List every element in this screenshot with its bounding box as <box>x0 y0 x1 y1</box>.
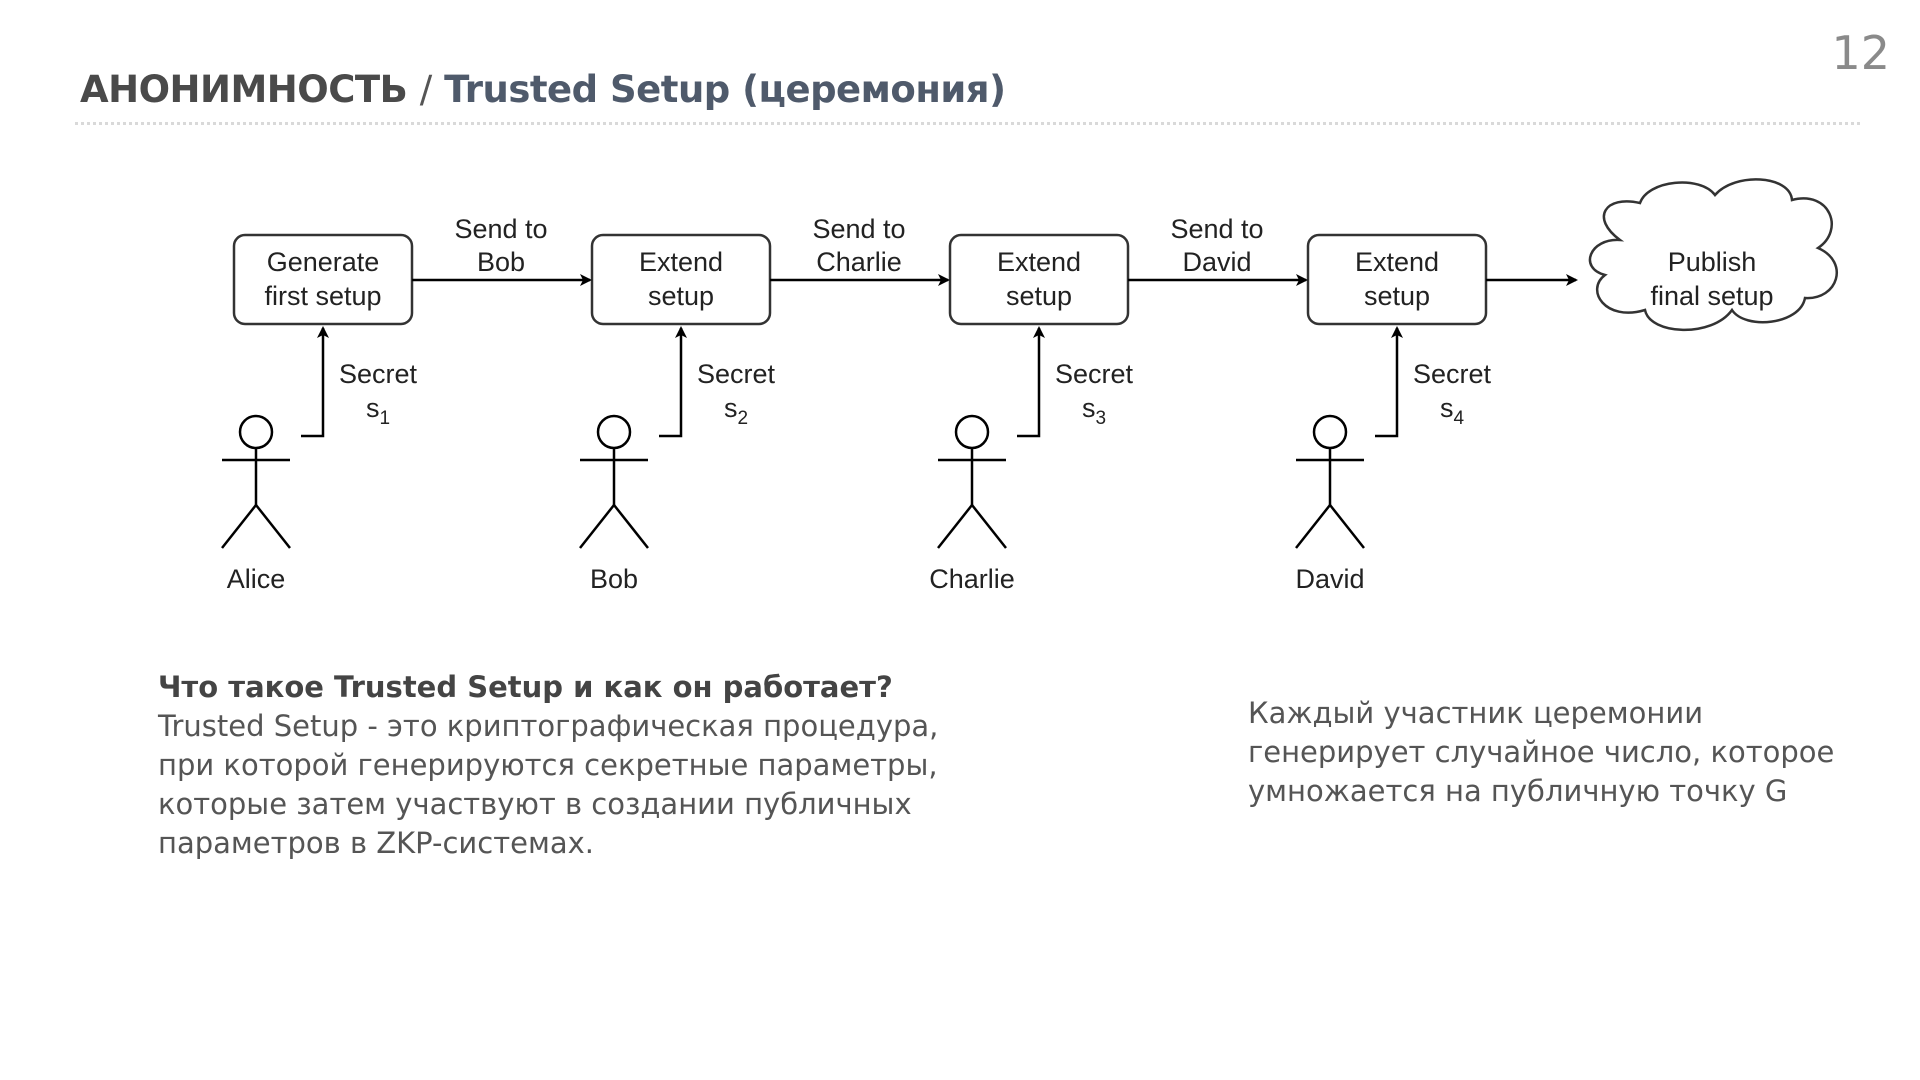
title-separator: / <box>419 68 432 111</box>
send-label-bob: Send to Bob <box>454 214 547 277</box>
secret-arrow <box>301 326 329 438</box>
title-divider <box>75 122 1860 125</box>
secret-label-3: Secret s3 <box>1055 359 1134 429</box>
step-label: Extend <box>1355 247 1439 277</box>
secret-arrow <box>1375 326 1403 438</box>
secret-label-text: Secret <box>697 359 776 389</box>
trusted-setup-diagram: Generate first setup Extend setup Extend… <box>221 178 1838 594</box>
actor-name: Alice <box>227 564 286 594</box>
title-sub: Trusted Setup (церемония) <box>444 68 1006 111</box>
step-label: first setup <box>264 281 381 311</box>
step-label: Extend <box>997 247 1081 277</box>
secret-label-1: Secret s1 <box>339 359 418 429</box>
step-box-extend-david: Extend setup <box>1306 233 1488 326</box>
secret-label-4: Secret s4 <box>1413 359 1492 429</box>
publish-cloud: Publish final setup <box>1588 178 1838 332</box>
step-label: setup <box>1364 281 1430 311</box>
actor-david <box>1295 414 1365 549</box>
step-label: Generate <box>267 247 380 277</box>
step-label: setup <box>1006 281 1072 311</box>
send-label-line: David <box>1182 247 1251 277</box>
ceremony-note: Каждый участник церемонии генерирует слу… <box>1248 696 1835 808</box>
secret-variable: s3 <box>1082 393 1106 429</box>
definition-block: Что такое Trusted Setup и как он работае… <box>158 668 978 863</box>
publish-label: Publish <box>1668 247 1757 277</box>
secret-label-text: Secret <box>1055 359 1134 389</box>
send-label-line: Send to <box>454 214 547 244</box>
secret-label-text: Secret <box>1413 359 1492 389</box>
secret-label-text: Secret <box>339 359 418 389</box>
send-label-charlie: Send to Charlie <box>812 214 905 277</box>
secret-variable: s2 <box>724 393 748 429</box>
title-main: АНОНИМНОСТЬ <box>80 68 408 111</box>
actor-name: Charlie <box>929 564 1015 594</box>
actor-charlie <box>937 414 1007 549</box>
slide-title: АНОНИМНОСТЬ / Trusted Setup (церемония) <box>80 68 1006 111</box>
step-box-extend-bob: Extend setup <box>590 233 772 326</box>
send-label-david: Send to David <box>1170 214 1263 277</box>
definition-heading: Что такое Trusted Setup и как он работае… <box>158 670 893 704</box>
secret-arrow <box>1017 326 1045 438</box>
secret-arrow <box>659 326 687 438</box>
secret-variable: s4 <box>1440 393 1465 429</box>
send-label-line: Send to <box>1170 214 1263 244</box>
secret-label-2: Secret s2 <box>697 359 776 429</box>
send-label-line: Bob <box>477 247 525 277</box>
step-label: Extend <box>639 247 723 277</box>
send-label-line: Charlie <box>816 247 902 277</box>
actor-alice <box>221 414 291 549</box>
actor-bob <box>579 414 649 549</box>
send-label-line: Send to <box>812 214 905 244</box>
publish-label: final setup <box>1650 281 1773 311</box>
step-box-extend-charlie: Extend setup <box>948 233 1130 326</box>
page-number: 12 <box>1831 26 1890 80</box>
step-box-generate: Generate first setup <box>232 233 414 326</box>
actor-name: David <box>1295 564 1364 594</box>
actor-name: Bob <box>590 564 638 594</box>
step-label: setup <box>648 281 714 311</box>
definition-body: Trusted Setup - это криптографическая пр… <box>158 709 939 860</box>
secret-variable: s1 <box>366 393 390 429</box>
